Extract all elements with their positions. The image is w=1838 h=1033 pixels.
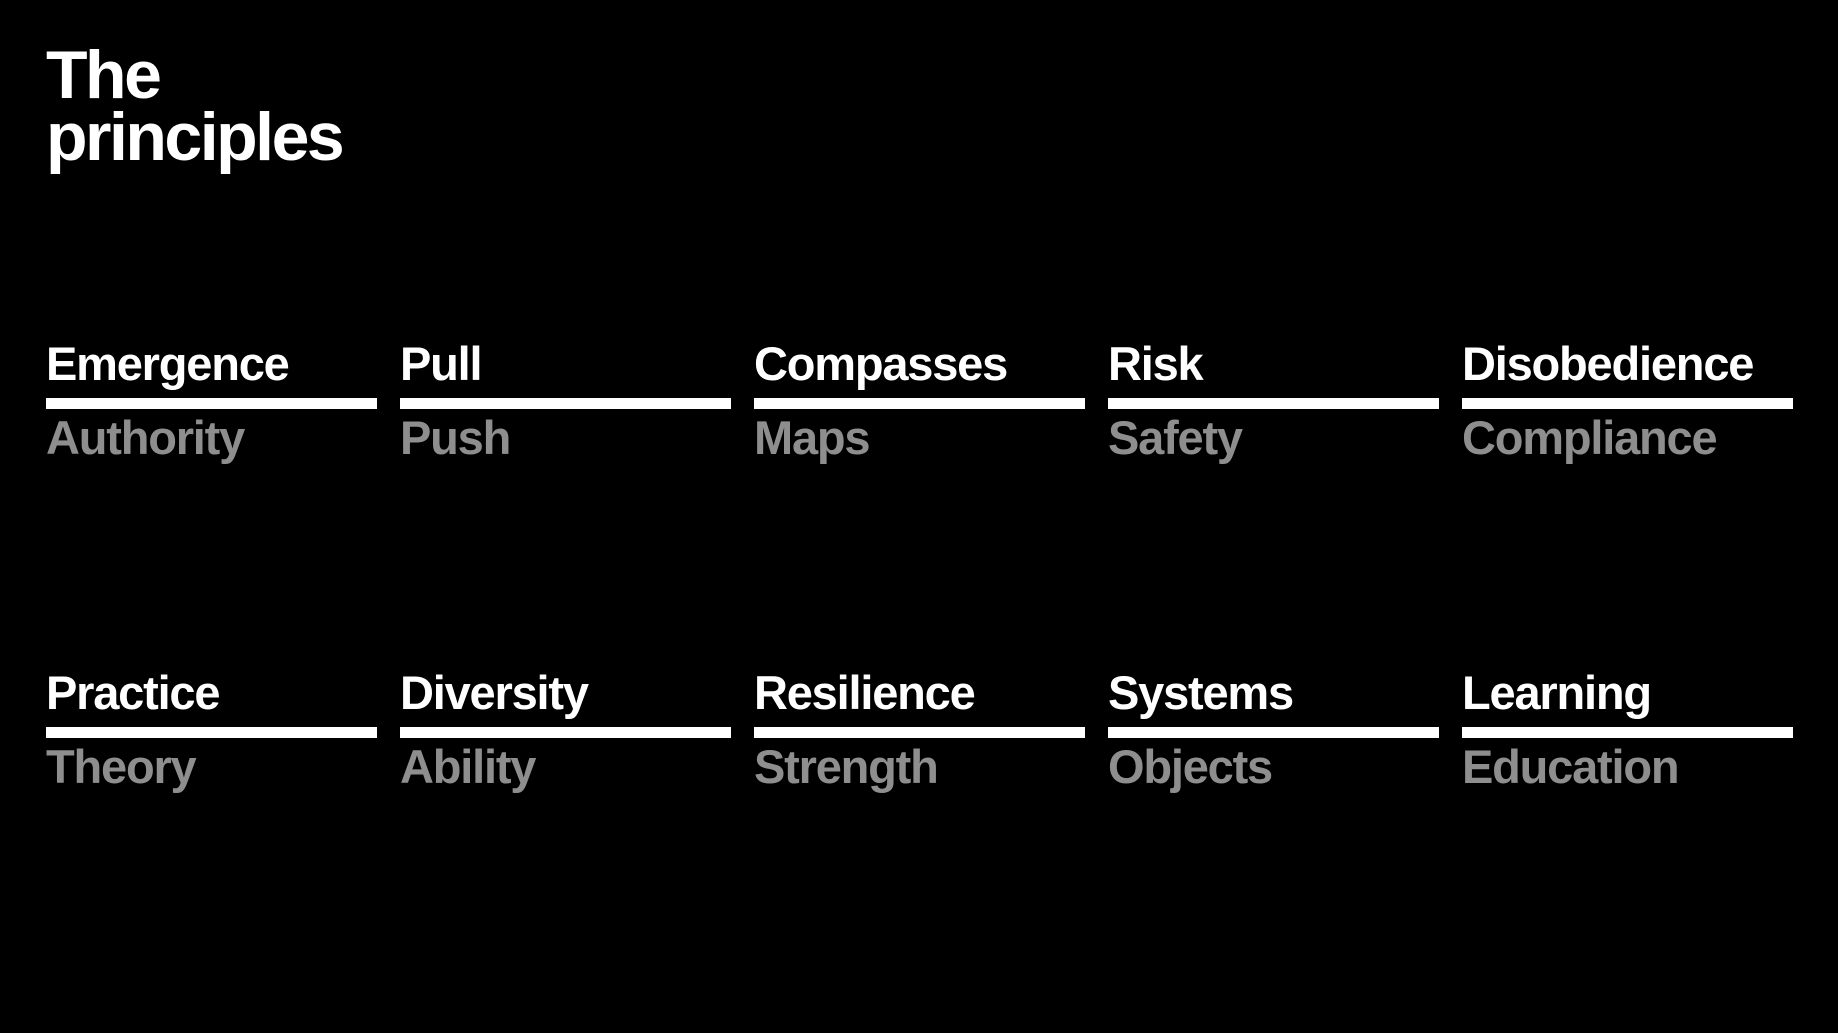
principle-pull-over-push: Pull Push — [400, 336, 731, 476]
principles-row-2: Practice Theory Diversity Ability Resili… — [46, 665, 1793, 805]
principle-primary-term: Risk — [1108, 337, 1204, 390]
principle-divider — [400, 727, 731, 738]
principle-divider — [1462, 727, 1793, 738]
principle-primary-term: Disobedience — [1462, 337, 1754, 390]
principle-secondary-term: Education — [1462, 740, 1680, 793]
principle-divider — [1462, 398, 1793, 409]
principle-primary-term: Compasses — [754, 337, 1008, 390]
principle-practice-over-theory: Practice Theory — [46, 665, 377, 805]
page-title-line-1: The — [46, 37, 162, 113]
principle-divider — [1108, 398, 1439, 409]
principle-disobedience-over-compliance: Disobedience Compliance — [1462, 336, 1793, 476]
principle-secondary-term: Strength — [754, 740, 939, 793]
principle-secondary-term: Objects — [1108, 740, 1273, 793]
principle-primary-term: Pull — [400, 337, 483, 390]
principle-compasses-over-maps: Compasses Maps — [754, 336, 1085, 476]
principle-primary-term: Resilience — [754, 666, 976, 719]
principle-secondary-term: Theory — [46, 740, 197, 793]
principle-secondary-term: Ability — [400, 740, 536, 793]
principle-divider — [1108, 727, 1439, 738]
principle-primary-term: Learning — [1462, 666, 1652, 719]
page-title-line-2: principles — [46, 99, 345, 175]
principle-resilience-over-strength: Resilience Strength — [754, 665, 1085, 805]
principles-row-1: Emergence Authority Pull Push Compasses … — [46, 336, 1793, 476]
page-title: The principles — [46, 37, 345, 175]
principle-secondary-term: Safety — [1108, 411, 1243, 464]
principle-primary-term: Diversity — [400, 666, 589, 719]
principle-diversity-over-ability: Diversity Ability — [400, 665, 731, 805]
principle-primary-term: Emergence — [46, 337, 290, 390]
principle-secondary-term: Compliance — [1462, 411, 1718, 464]
principle-divider — [754, 398, 1085, 409]
principle-divider — [46, 398, 377, 409]
principle-secondary-term: Authority — [46, 411, 245, 464]
principle-systems-over-objects: Systems Objects — [1108, 665, 1439, 805]
principle-divider — [400, 398, 731, 409]
principles-grid: Emergence Authority Pull Push Compasses … — [46, 0, 1793, 1033]
principle-secondary-term: Maps — [754, 411, 871, 464]
principle-primary-term: Systems — [1108, 666, 1294, 719]
principle-learning-over-education: Learning Education — [1462, 665, 1793, 805]
principle-secondary-term: Push — [400, 411, 511, 464]
principle-divider — [46, 727, 377, 738]
principle-emergence-over-authority: Emergence Authority — [46, 336, 377, 476]
principle-primary-term: Practice — [46, 666, 221, 719]
principle-divider — [754, 727, 1085, 738]
principle-risk-over-safety: Risk Safety — [1108, 336, 1439, 476]
